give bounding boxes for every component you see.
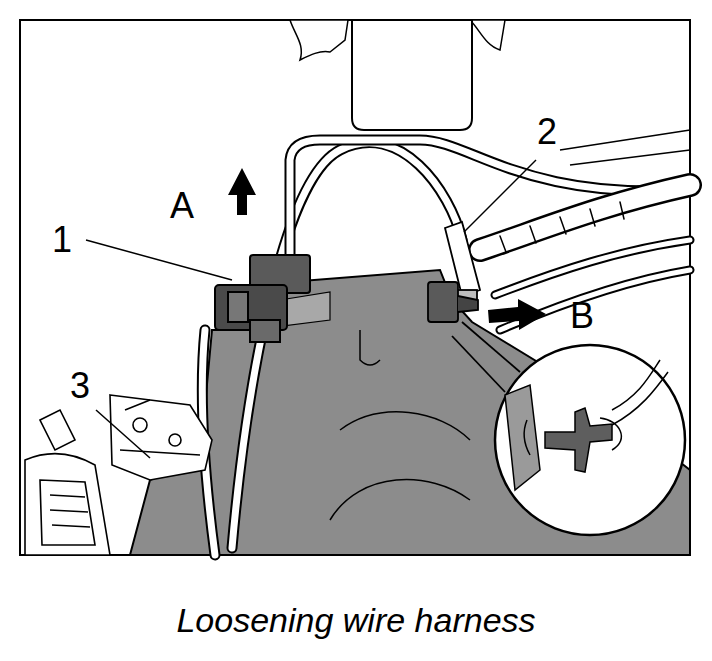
part-3 bbox=[50, 495, 90, 527]
arrow-a bbox=[228, 168, 256, 215]
detail-circle bbox=[495, 345, 685, 535]
plug-2 bbox=[428, 282, 458, 322]
detail-wedge bbox=[452, 336, 505, 392]
callout-number: 1 bbox=[52, 220, 72, 260]
wire-harness bbox=[500, 202, 624, 252]
wire-harness bbox=[290, 140, 690, 262]
detail-circle bbox=[505, 385, 540, 490]
part-3 bbox=[133, 418, 147, 432]
leader-lines bbox=[96, 410, 150, 458]
plug-2 bbox=[458, 296, 478, 312]
cylinder-housing bbox=[352, 20, 472, 130]
part-3 bbox=[120, 400, 200, 455]
wire-harness bbox=[232, 143, 462, 548]
bracket bbox=[260, 300, 470, 520]
callout-number: 3 bbox=[70, 366, 90, 406]
detail-circle bbox=[495, 345, 685, 535]
detail-wedge bbox=[462, 322, 520, 372]
part-3 bbox=[40, 480, 95, 545]
connector-1 bbox=[215, 255, 310, 342]
wire-harness bbox=[495, 240, 690, 295]
leader-lines bbox=[464, 160, 536, 232]
detail-circle bbox=[612, 360, 668, 425]
background-parts bbox=[560, 130, 690, 165]
leader-lines bbox=[86, 240, 232, 280]
wire-harness bbox=[480, 185, 690, 250]
callout-number: 2 bbox=[537, 112, 557, 152]
frame bbox=[20, 20, 690, 555]
wire-harness bbox=[480, 185, 690, 250]
bracket bbox=[130, 270, 690, 555]
arrow-b bbox=[488, 299, 546, 330]
connector-1 bbox=[228, 292, 248, 322]
caption: Loosening wire harness bbox=[0, 600, 712, 640]
arrow-b bbox=[488, 299, 546, 330]
arrow-letter: B bbox=[570, 296, 594, 336]
wire-harness bbox=[495, 240, 690, 295]
detail-circle bbox=[524, 420, 530, 455]
leader-lines bbox=[86, 160, 536, 458]
wire-harness bbox=[290, 140, 690, 262]
detail-circle bbox=[600, 418, 621, 450]
plug-2 bbox=[428, 222, 480, 322]
wire-harness bbox=[202, 140, 690, 555]
bracket bbox=[130, 270, 690, 555]
cylinder-housing bbox=[352, 20, 472, 130]
background-parts bbox=[290, 20, 348, 60]
frame bbox=[20, 20, 690, 555]
part-3 bbox=[110, 395, 212, 480]
wire-harness bbox=[232, 143, 462, 548]
part-3 bbox=[169, 434, 181, 446]
part-3 bbox=[40, 410, 75, 450]
arrow-letter: A bbox=[170, 186, 194, 226]
part-3 bbox=[25, 395, 212, 555]
part-3 bbox=[25, 454, 110, 555]
connector-1 bbox=[250, 320, 280, 342]
background-parts bbox=[470, 20, 505, 50]
arrow-a bbox=[228, 168, 256, 215]
detail-wedge bbox=[452, 322, 520, 392]
